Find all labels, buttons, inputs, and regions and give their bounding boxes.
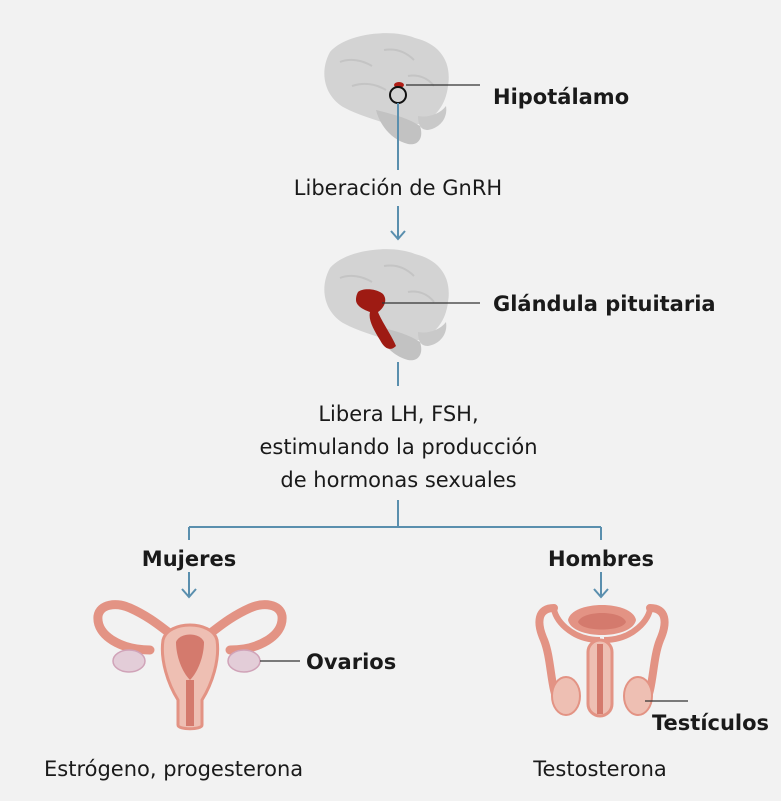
left-testicle: [551, 676, 581, 716]
right-testicle: [623, 676, 653, 716]
release-line-1: Libera LH, FSH,: [318, 402, 479, 426]
pituitary-gland: [356, 289, 396, 349]
pituitary-label: Glándula pituitaria: [493, 292, 716, 316]
female-reproductive-illustration: [93, 600, 287, 731]
ovaries-label: Ovarios: [306, 650, 397, 674]
testicles-label: Testículos: [652, 711, 770, 735]
hypothalamus-label: Hipotálamo: [493, 85, 630, 109]
release-line-2: estimulando la producción: [259, 435, 538, 459]
right-ovary: [227, 649, 261, 673]
women-label: Mujeres: [141, 547, 237, 571]
brain-hypothalamus-illustration: [324, 33, 449, 145]
male-reproductive-illustration: [535, 604, 669, 718]
arrowhead-to-pituitary: [390, 230, 406, 241]
male-hormones-label: Testosterona: [533, 757, 667, 781]
hormone-release-description: Libera LH, FSH, estimulando la producció…: [0, 398, 781, 497]
release-line-3: de hormonas sexuales: [280, 468, 517, 492]
female-hormones-label: Estrógeno, progesterona: [44, 757, 304, 781]
left-ovary: [112, 649, 146, 673]
men-label: Hombres: [547, 547, 655, 571]
branch-connector: [181, 500, 609, 599]
gnrh-release-label: Liberación de GnRH: [293, 176, 503, 200]
brain-pituitary-illustration: [324, 249, 449, 361]
